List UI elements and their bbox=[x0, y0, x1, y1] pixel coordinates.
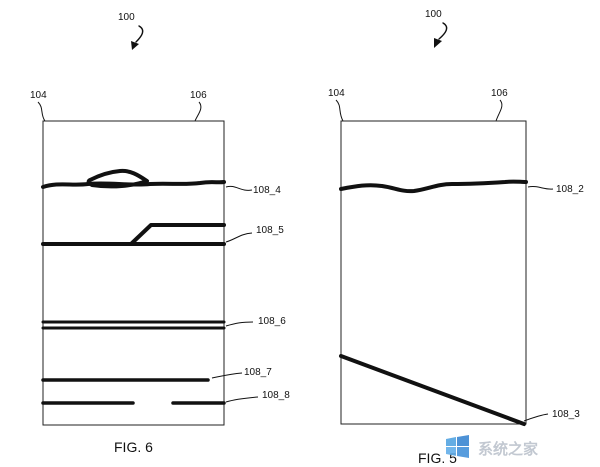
fig6-edge-label-106: 106 bbox=[190, 90, 207, 101]
fig5-assembly-label: 100 bbox=[425, 9, 442, 20]
fig6-label-108-4: 108_4 bbox=[253, 185, 281, 196]
fig6-label-108-7: 108_7 bbox=[244, 367, 272, 378]
figure-6: 100 104 106 108_4 108_5 108_6 108_7 bbox=[30, 12, 290, 455]
fig6-leader-108-4 bbox=[225, 185, 253, 191]
fig5-edge-label-106: 106 bbox=[491, 88, 508, 99]
fig5-label-108-3: 108_3 bbox=[552, 409, 580, 420]
fig5-assembly-arrow-shaft bbox=[438, 22, 448, 40]
fig6-label-108-8: 108_8 bbox=[262, 390, 290, 401]
fig5-line-108-3 bbox=[339, 354, 526, 426]
fig6-leader-108-6 bbox=[225, 321, 254, 327]
fig6-line-108-4 bbox=[41, 180, 226, 189]
figure-5: 100 104 106 108_2 108_3 FIG. 5 bbox=[328, 9, 584, 466]
fig5-label-108-2: 108_2 bbox=[556, 184, 584, 195]
fig5-assembly-arrowhead bbox=[434, 38, 442, 48]
fig5-line-108-2 bbox=[339, 179, 528, 194]
fig6-frame bbox=[42, 120, 225, 426]
fig5-leader-108-3 bbox=[523, 413, 549, 422]
fig6-line-108-4-bump bbox=[86, 168, 149, 189]
fig5-leader-108-2 bbox=[527, 186, 554, 190]
fig6-edge-leader-106 bbox=[194, 101, 202, 122]
fig5-frame bbox=[340, 120, 527, 425]
fig5-edge-leader-104 bbox=[335, 99, 344, 122]
fig6-assembly-label: 100 bbox=[118, 12, 135, 23]
fig6-leader-108-7 bbox=[211, 372, 243, 379]
fig6-assembly-arrowhead bbox=[131, 41, 139, 50]
fig6-edge-label-104: 104 bbox=[30, 90, 47, 101]
fig6-assembly-arrow-shaft bbox=[135, 25, 144, 43]
fig5-edge-leader-106 bbox=[495, 99, 503, 122]
watermark-backdrop bbox=[474, 438, 584, 458]
fig6-edge-leader-104 bbox=[37, 101, 46, 122]
fig6-label-108-6: 108_6 bbox=[258, 316, 286, 327]
fig6-caption: FIG. 6 bbox=[114, 439, 153, 455]
fig6-line-108-5 bbox=[41, 223, 226, 246]
fig6-leader-108-8 bbox=[225, 396, 259, 403]
watermark: 系统之家 bbox=[446, 435, 584, 458]
fig5-edge-label-104: 104 bbox=[328, 88, 345, 99]
windows-logo-icon bbox=[446, 435, 469, 458]
fig6-label-108-5: 108_5 bbox=[256, 225, 284, 236]
fig6-leader-108-5 bbox=[225, 232, 253, 243]
watermark-lettering: 系统之家 bbox=[478, 440, 538, 458]
